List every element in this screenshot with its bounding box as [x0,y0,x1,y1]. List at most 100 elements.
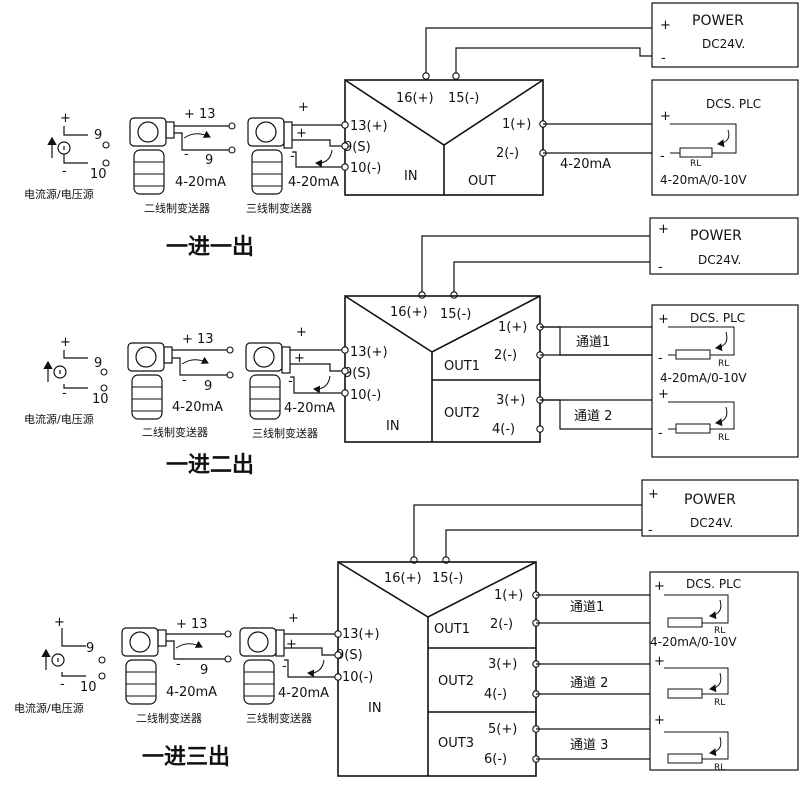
svg-text:13(+): 13(+) [342,627,380,642]
svg-text:15(-): 15(-) [448,91,479,106]
svg-text:电流源/电压源: 电流源/电压源 [24,412,94,426]
dcs-plc-box: DCS. PLC + - RL 4-20mA/0-10V [651,79,799,196]
svg-text:-: - [182,373,187,388]
dcs-plc-box: DCS. PLC + RL 4-20mA/0-10V + RL + RL [649,571,799,773]
svg-text:9(S): 9(S) [344,140,371,155]
svg-text:-: - [184,147,189,162]
isolator-module: 16(+) 15(-) 13(+) 9(S) 10(-) IN OUT1 OUT… [336,561,537,777]
isolator-module: 16(+) 15(-) 13(+) 9(S) 10(-) IN OUT 1(+)… [344,79,544,196]
svg-text:+: + [54,615,65,630]
svg-text:RL: RL [714,763,725,773]
svg-text:-: - [62,386,67,401]
svg-text:+: + [658,387,669,402]
section-title-one-in-three-out: 一进三出 [142,745,230,770]
dcs-range: 4-20mA/0-10V [660,173,747,187]
isolator-module: 16(+) 15(-) 13(+) 9(S) 10(-) IN OUT1 OUT… [344,295,541,443]
svg-text:POWER: POWER [684,492,736,508]
svg-text:2(-): 2(-) [490,617,513,632]
svg-text:+: + [288,611,299,626]
svg-text:-: - [658,260,663,275]
three-wire-transmitter: + + - 4-20mA 三线制变送器 [239,611,338,725]
svg-text:+: + [60,111,71,126]
svg-text:IN: IN [386,419,400,434]
svg-text:-: - [62,164,67,179]
svg-text:6(-): 6(-) [484,752,507,767]
svg-text:+: + [658,312,669,327]
svg-text:通道1: 通道1 [570,600,604,615]
svg-text:DC24V.: DC24V. [690,516,733,530]
svg-text:-: - [60,677,65,692]
svg-text:4-20mA/0-10V: 4-20mA/0-10V [660,371,747,385]
svg-text:4-20mA: 4-20mA [288,175,339,190]
svg-text:3(+): 3(+) [496,393,525,408]
svg-text:二线制变送器: 二线制变送器 [144,201,210,215]
svg-text:二线制变送器: 二线制变送器 [136,711,202,725]
svg-text:二线制变送器: 二线制变送器 [142,425,208,439]
svg-text:-: - [282,659,287,674]
svg-text:+: + [654,579,665,594]
svg-text:RL: RL [714,698,725,708]
svg-text:9: 9 [86,641,94,656]
svg-text:13(+): 13(+) [350,345,388,360]
svg-text:4-20mA: 4-20mA [278,686,329,701]
channel-2-label: 通道 2 [574,409,612,424]
power-box: POWER DC24V. + - [649,217,799,275]
svg-text:-: - [290,149,295,164]
svg-text:10(-): 10(-) [350,388,381,403]
power-minus-terminal [452,72,460,80]
two-wire-transmitter: + 13 9 - 4-20mA 二线制变送器 [129,107,236,215]
section-title-one-in-one-out: 一进一出 [166,235,254,260]
svg-text:9(S): 9(S) [336,648,363,663]
two-wire-transmitter: + 13 9 - 4-20mA 二线制变送器 [121,617,232,725]
svg-text:+: + [648,487,659,502]
section-one-in-one-out: POWER DC24V. + - 16(+) 15(-) 13(+) 9(S) … [24,2,799,260]
svg-text:10(-): 10(-) [342,670,373,685]
in-label: IN [404,169,418,184]
out1-label: OUT1 [444,359,480,374]
svg-text:1(+): 1(+) [502,117,531,132]
svg-text:3(+): 3(+) [488,657,517,672]
svg-text:DC24V.: DC24V. [698,253,741,267]
svg-text:+ 13: + 13 [182,332,214,347]
svg-text:三线制变送器: 三线制变送器 [252,426,318,440]
svg-text:9: 9 [205,153,213,168]
svg-text:-: - [661,51,666,66]
svg-text:-: - [660,149,665,164]
svg-text:1(+): 1(+) [498,320,527,335]
dcs-plc-box: DCS. PLC + - RL 4-20mA/0-10V + - RL [651,304,799,458]
three-wire-transmitter: + + - 4-20mA 三线制变送器 [246,100,345,215]
svg-text:+: + [654,713,665,728]
dcs-title: DCS. PLC [706,97,761,111]
svg-text:-: - [648,523,653,538]
power-box: POWER DC24V. + - [641,479,799,538]
current-voltage-source: + - 9 10 电流源/电压源 [24,335,109,426]
svg-text:2(-): 2(-) [494,348,517,363]
section-title-one-in-two-out: 一进二出 [166,453,254,478]
svg-text:16(+): 16(+) [384,571,422,586]
svg-text:POWER: POWER [690,228,742,244]
svg-text:4-20mA: 4-20mA [166,685,217,700]
power-box: POWER DC24V. + - [651,2,799,68]
svg-text:+: + [296,325,307,340]
svg-text:+: + [296,126,307,141]
section-one-in-three-out: POWER DC24V. + - 16(+) 15(-) 13(+) 9(S) … [14,479,799,777]
svg-text:13(+): 13(+) [350,119,388,134]
svg-text:+: + [298,100,309,115]
svg-text:4-20mA: 4-20mA [172,400,223,415]
svg-text:电流源/电压源: 电流源/电压源 [24,187,94,201]
svg-text:+: + [294,351,305,366]
svg-text:-: - [288,374,293,389]
svg-text:RL: RL [714,626,725,636]
svg-text:2(-): 2(-) [496,146,519,161]
power-title: POWER [692,13,744,29]
svg-text:RL: RL [718,359,729,369]
svg-text:+: + [654,654,665,669]
current-voltage-source: + - 9 10 电流源/电压源 [24,111,110,201]
svg-text:9: 9 [94,356,102,371]
svg-text:9: 9 [204,379,212,394]
svg-text:4-20mA/0-10V: 4-20mA/0-10V [650,635,737,649]
svg-text:10: 10 [90,167,107,182]
svg-text:-: - [658,426,663,441]
svg-text:DCS. PLC: DCS. PLC [690,311,745,325]
